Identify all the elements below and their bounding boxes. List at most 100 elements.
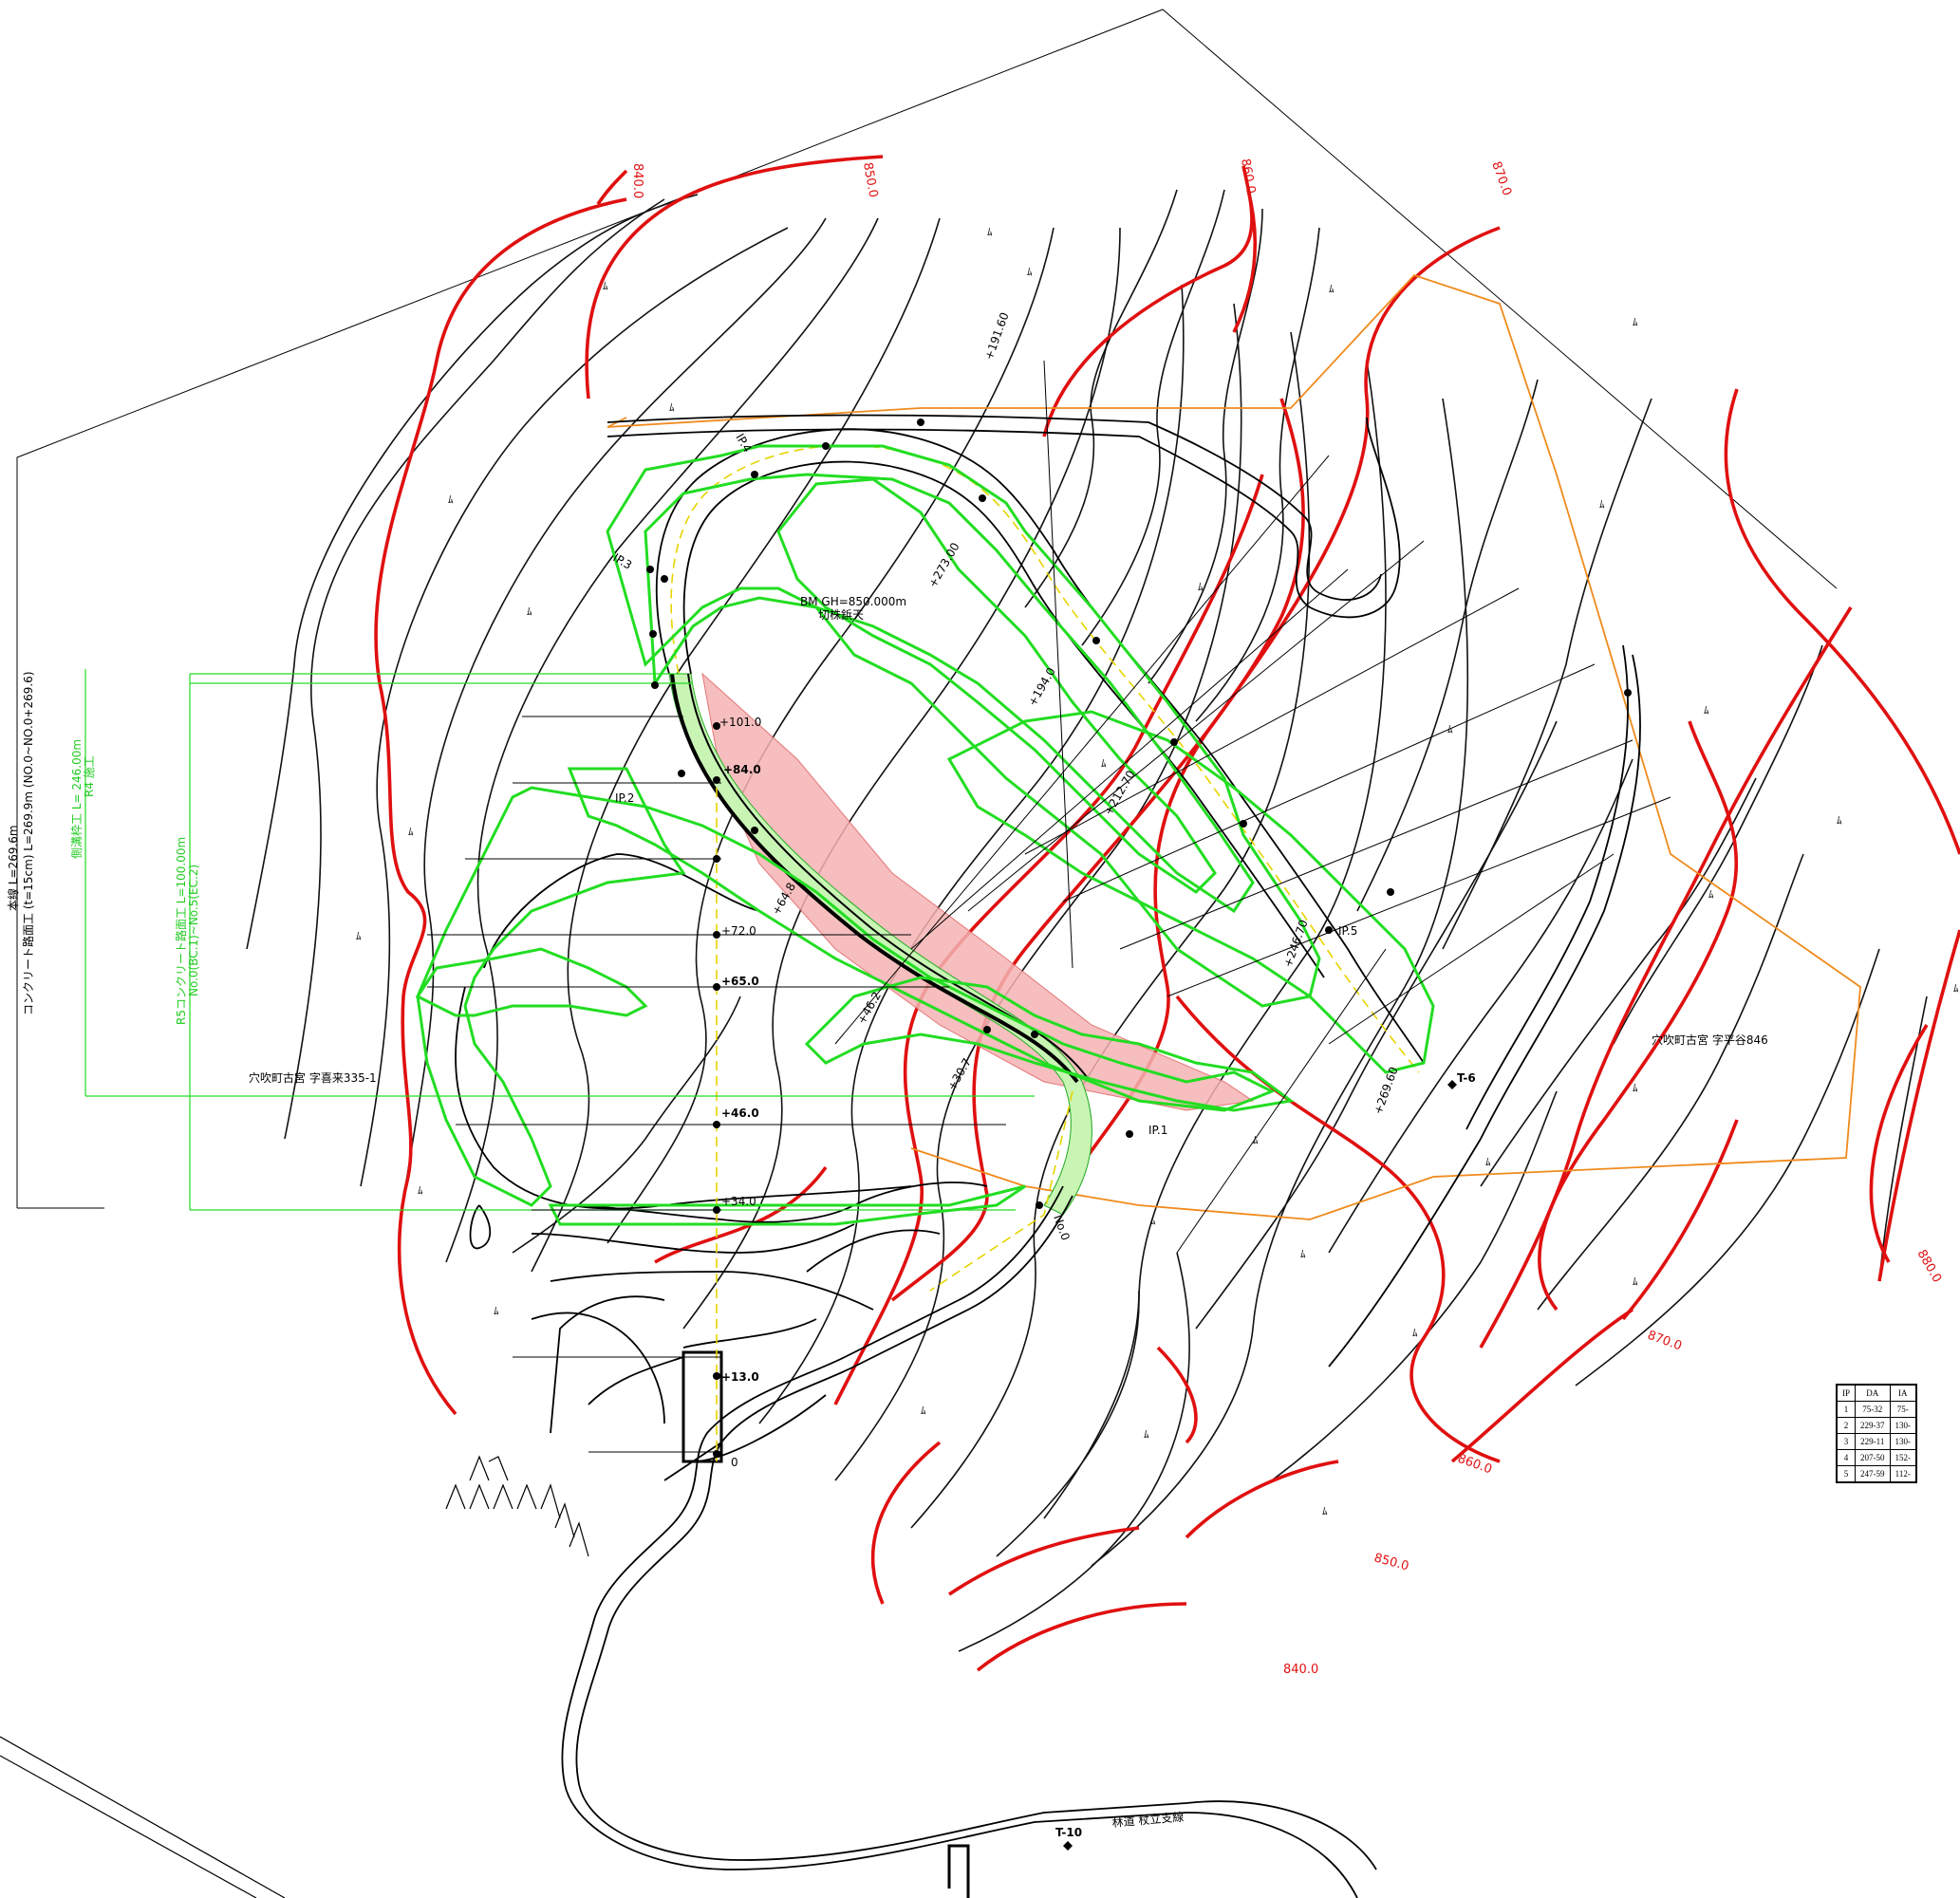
- place-label-group: 穴吹町古宮 字喜来335-1 穴吹町古宮 字平谷846 林道 杖立支線: [249, 1033, 1768, 1830]
- svg-text:ﾑ: ﾑ: [1837, 814, 1842, 827]
- ip-table-header-ip: IP: [1836, 1384, 1857, 1402]
- svg-text:ﾑ: ﾑ: [1953, 982, 1959, 995]
- table-cell: 4: [1836, 1449, 1857, 1466]
- station-labels: +101.0 +84.0 +72.0 +65.0 +46.0 +34.0 +13…: [719, 716, 761, 1469]
- table-cell: 112-: [1889, 1465, 1917, 1483]
- contour-label-880-right: 880.0: [1914, 1248, 1945, 1286]
- svg-text:ﾑ: ﾑ: [1198, 581, 1204, 593]
- contour-label-850-bottom: 850.0: [1372, 1551, 1410, 1573]
- align-191: +191.60: [982, 310, 1012, 362]
- station-13: +13.0: [721, 1370, 759, 1384]
- svg-text:ﾑ: ﾑ: [1633, 1082, 1638, 1094]
- svg-text:ﾑ: ﾑ: [921, 1405, 926, 1417]
- note-r5: R5コンクリート路面工 L=100.00m: [174, 837, 188, 1025]
- svg-text:ﾑ: ﾑ: [418, 1184, 423, 1197]
- contour-label-840-top: 840.0: [630, 163, 644, 198]
- forest-road-label: 林道 杖立支線: [1111, 1809, 1185, 1830]
- road-surface: [561, 673, 1377, 1898]
- align-246: +246.70: [1281, 918, 1311, 969]
- station-65: +65.0: [721, 975, 759, 988]
- benchmark-callout: BM GH=850.000m 切株鋲天: [800, 595, 906, 622]
- ip-1-label: IP.1: [1148, 1124, 1167, 1137]
- table-cell: 5: [1836, 1465, 1857, 1483]
- sheet-frame: [0, 9, 1838, 1898]
- table-cell: 152-: [1889, 1449, 1917, 1466]
- svg-text:ﾑ: ﾑ: [1101, 757, 1107, 770]
- ip-table: IP DA IA 1 75-32 75- 2 229-37 130- 3 229…: [1836, 1384, 1918, 1483]
- existing-road: [607, 414, 1641, 1368]
- station-0: 0: [731, 1456, 738, 1469]
- table-cell: 75-: [1889, 1401, 1917, 1418]
- table-row: 2 229-37 130-: [1836, 1417, 1917, 1434]
- survey-points: [646, 419, 1632, 1458]
- svg-text:ﾑ: ﾑ: [1412, 1327, 1418, 1339]
- svg-text:ﾑ: ﾑ: [448, 493, 454, 506]
- svg-text:ﾑ: ﾑ: [1144, 1428, 1149, 1441]
- station-84: +84.0: [723, 763, 761, 776]
- ip-5-label: IP.5: [1338, 924, 1357, 938]
- svg-text:ﾑ: ﾑ: [1150, 1215, 1156, 1227]
- contour-label-850-top: 850.0: [860, 161, 880, 198]
- svg-text:ﾑ: ﾑ: [669, 401, 675, 414]
- marker-t6: T-6: [1457, 1071, 1476, 1085]
- svg-text:ﾑ: ﾑ: [1633, 316, 1638, 328]
- note-r5-sub: No.0(BC.1)~No.5(EC.2): [187, 865, 200, 996]
- ip-2-label: IP.2: [615, 791, 634, 805]
- svg-text:ﾑ: ﾑ: [356, 930, 362, 942]
- table-row: 3 229-11 130-: [1836, 1433, 1917, 1450]
- table-cell: 130-: [1889, 1433, 1917, 1450]
- svg-text:ﾑ: ﾑ: [1704, 704, 1709, 716]
- svg-text:ﾑ: ﾑ: [1599, 498, 1605, 511]
- ip-table-header-da: DA: [1855, 1384, 1891, 1402]
- table-cell: 2: [1836, 1417, 1857, 1434]
- vertical-notes: 本線 L=269.6m コンクリート路面工 (t=15cm) L=269.9m …: [6, 671, 200, 1025]
- svg-text:ﾑ: ﾑ: [1708, 888, 1714, 901]
- table-row: 5 247-59 112-: [1836, 1465, 1917, 1483]
- svg-text:ﾑ: ﾑ: [1485, 1156, 1491, 1168]
- vegetation-symbols: ﾑ ﾑ ﾑ ﾑ ﾑ ﾑ ﾑ ﾑ ﾑ ﾑ ﾑ ﾑ ﾑ ﾑ ﾑ ﾑ ﾑ ﾑ ﾑ ﾑ …: [356, 226, 1959, 1517]
- svg-text:ﾑ: ﾑ: [527, 605, 532, 618]
- station-34: +34.0: [721, 1195, 756, 1208]
- contour-label-840-bottom: 840.0: [1283, 1663, 1318, 1677]
- table-row: 1 75-32 75-: [1836, 1401, 1917, 1418]
- place-label-right: 穴吹町古宮 字平谷846: [1652, 1033, 1768, 1047]
- table-cell: 75-32: [1855, 1401, 1891, 1418]
- svg-text:ﾑ: ﾑ: [1447, 723, 1453, 735]
- cross-section-lines: [427, 360, 1671, 1453]
- note-main-line: 本線 L=269.6m: [6, 825, 20, 911]
- table-row: 4 207-50 152-: [1836, 1449, 1917, 1466]
- ip-table-header: IP DA IA: [1836, 1384, 1917, 1402]
- benchmark-line1: BM GH=850.000m: [800, 595, 906, 608]
- align-212: +212.70: [1101, 768, 1137, 817]
- note-concrete: コンクリート路面工 (t=15cm) L=269.9m (NO.0~NO.0+2…: [21, 671, 35, 1015]
- index-contours: [374, 155, 1960, 1672]
- svg-text:ﾑ: ﾑ: [408, 826, 414, 838]
- contour-label-870-top: 870.0: [1488, 159, 1514, 197]
- note-guard: 側溝枠工 L= 246.00m: [70, 739, 84, 859]
- station-72: +72.0: [721, 924, 756, 938]
- tree-row: [445, 1455, 589, 1557]
- marker-t10: T-10: [1055, 1826, 1082, 1839]
- svg-text:ﾑ: ﾑ: [1300, 1248, 1306, 1260]
- table-cell: 130-: [1889, 1417, 1917, 1434]
- table-cell: 229-37: [1855, 1417, 1891, 1434]
- align-30: +30.7: [944, 1056, 974, 1093]
- svg-text:ﾑ: ﾑ: [494, 1305, 499, 1317]
- table-cell: 3: [1836, 1433, 1857, 1450]
- table-cell: 229-11: [1855, 1433, 1891, 1450]
- svg-text:ﾑ: ﾑ: [1027, 266, 1033, 278]
- svg-text:ﾑ: ﾑ: [603, 280, 608, 292]
- table-cell: 207-50: [1855, 1449, 1891, 1466]
- place-label-left: 穴吹町古宮 字喜来335-1: [249, 1070, 377, 1085]
- svg-text:ﾑ: ﾑ: [987, 226, 993, 238]
- align-194: +194.0: [1025, 665, 1057, 708]
- benchmark-line2: 切株鋲天: [818, 607, 864, 622]
- survey-boundary: [607, 273, 1861, 1220]
- svg-text:ﾑ: ﾑ: [1329, 283, 1335, 295]
- marker-group: T-6 T-10: [1055, 1071, 1476, 1851]
- svg-text:ﾑ: ﾑ: [1633, 1275, 1638, 1288]
- ip-table-header-ia: IA: [1889, 1384, 1917, 1402]
- contour-label-860-top: 860.0: [1238, 158, 1258, 195]
- station-46: +46.0: [721, 1107, 759, 1120]
